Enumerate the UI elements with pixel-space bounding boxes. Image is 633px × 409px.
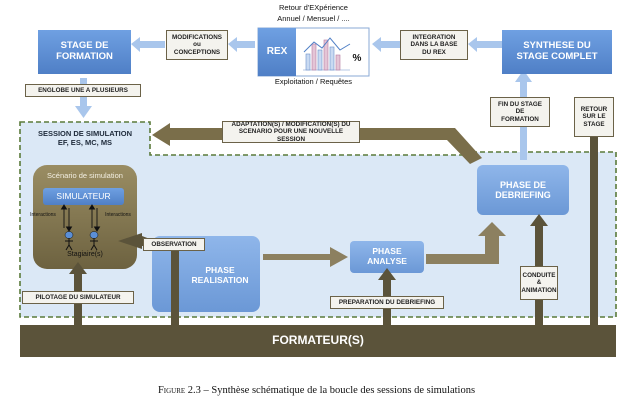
- interactions-right-label: Interactions: [105, 211, 131, 218]
- interactions-left-label: Interactions: [30, 211, 56, 218]
- tag-preparation: PREPARATION DU DEBRIEFING: [330, 296, 444, 309]
- phase-debriefing-box: [477, 165, 569, 215]
- rex-percent-symbol: %: [352, 53, 362, 65]
- stage-formation-label: STAGE DE FORMATION: [56, 40, 113, 62]
- post-pilotage-arrowhead: [69, 262, 87, 274]
- rex-title-line2: Annuel / Mensuel / ....: [277, 14, 350, 24]
- session-header-panel: [20, 122, 150, 155]
- arrow-integration-to-rex: [372, 37, 400, 52]
- simulateur-box: [43, 188, 124, 205]
- phase-analyse-box: [350, 241, 424, 273]
- figure-caption-text: Synthèse schématique de la boucle des se…: [211, 385, 476, 396]
- post-preparation-arrowhead: [378, 268, 396, 280]
- rex-mini-chart: [303, 37, 351, 71]
- post-retour: [590, 120, 598, 326]
- tag-englobe: ENGLOBE UNE A PLUSIEURS: [25, 84, 141, 97]
- post-conduite-arrowhead: [530, 214, 548, 226]
- arrow-stage-to-session: [75, 78, 92, 118]
- phase-analyse-label: PHASE ANALYSE: [367, 246, 407, 266]
- scenario-label: Scénario de simulation: [47, 170, 123, 180]
- tag-retour: RETOUR SUR LE STAGE: [574, 97, 614, 137]
- rex-footer: Exploitation / Requêtes: [274, 77, 353, 87]
- phase-realisation-label: PHASE REALISATION: [191, 265, 249, 285]
- figure-caption-separator: –: [200, 385, 212, 396]
- arrow-mod-to-rex: [228, 37, 255, 52]
- tag-pilotage: PILOTAGE DU SIMULATEUR: [22, 291, 134, 304]
- arrow-realisation-to-analyse: [263, 247, 348, 267]
- formateurs-label: FORMATEUR(S): [272, 333, 364, 348]
- tag-fin-stage: FIN DU STAGE DE FORMATION: [490, 97, 550, 127]
- tag-integration: INTEGRATION DANS LA BASE DU REX: [400, 30, 468, 60]
- rex-title-line1-text: Retour d'EXpérience: [279, 3, 348, 13]
- stagiaires-label: Stagiaire(s): [67, 251, 103, 259]
- formateurs-bar: [20, 325, 616, 357]
- rex-box-label: REX: [266, 46, 288, 58]
- tag-conduite: CONDUITE & ANIMATION: [520, 266, 558, 300]
- arrow-synthese-to-integration: [468, 37, 502, 52]
- rex-title-line1: Retour d'EXpérience: [248, 3, 379, 14]
- figure-caption-label: Figure 2.3: [157, 385, 201, 396]
- figure-caption: Figure 2.3 – Synthèse schématique de la …: [0, 385, 633, 396]
- synthese-box: [502, 30, 612, 74]
- arrow-analyse-to-debriefing: [426, 222, 506, 264]
- trainee-icons: [64, 231, 99, 251]
- phase-debriefing-label: PHASE DE DEBRIEFING: [495, 179, 551, 200]
- arrow-rex-to-stage: [131, 37, 165, 52]
- session-panel-notch: [465, 152, 616, 164]
- session-label: SESSION DE SIMULATION EF, ES, MC, MS: [37, 128, 133, 147]
- arrow-observation: [118, 233, 150, 249]
- stage-formation-box: [38, 30, 131, 74]
- post-observation: [171, 248, 179, 326]
- tag-modifications: MODIFICATIONS ou CONCEPTIONS: [166, 30, 228, 60]
- synthese-label: SYNTHESE DU STAGE COMPLET: [516, 40, 598, 62]
- rex-box-label-bg: [258, 28, 296, 76]
- tag-observation: OBSERVATION: [143, 238, 205, 251]
- simulateur-label: SIMULATEUR: [56, 190, 111, 201]
- tag-adaptation: ADAPTATION(S) / MODIFICATION(S) DU SCENA…: [222, 121, 360, 143]
- interaction-arrows: [60, 204, 101, 232]
